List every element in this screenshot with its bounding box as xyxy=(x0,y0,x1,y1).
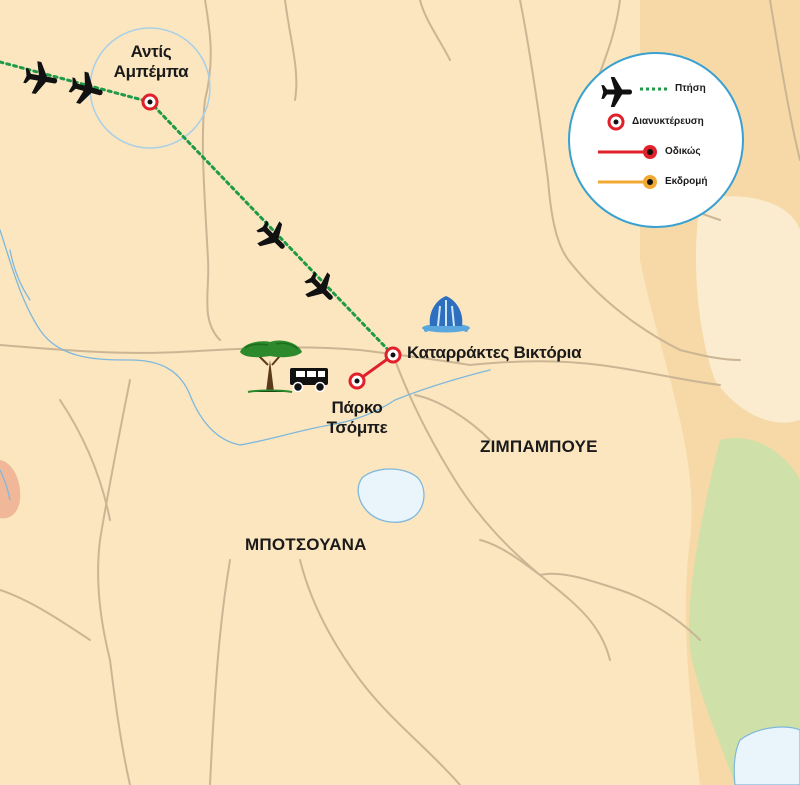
place-label-victoria-falls: Καταρράκτες Βικτόρια xyxy=(407,343,582,363)
terrain-west-patch xyxy=(0,460,21,519)
flight-route xyxy=(0,60,395,357)
green-area xyxy=(689,438,800,785)
place-label-chobe-park: Πάρκο Τσόμπε xyxy=(312,398,402,438)
legend-airplane-icon xyxy=(601,77,632,107)
waterfall-icon xyxy=(422,296,470,333)
legend-excursion-label: Εκδρομή xyxy=(665,176,708,187)
botswana-label: ΜΠΟΤΣΟΥΑΝΑ xyxy=(245,535,367,554)
legend-excursion-marker xyxy=(643,175,657,189)
legend-road-marker xyxy=(643,145,657,159)
legend-flight-label: Πτήση xyxy=(675,83,706,94)
overnight-marker-addis xyxy=(141,93,159,111)
legend-overnight-marker xyxy=(607,113,625,131)
zimbabwe-label: ΖΙΜΠΑΜΠΟΥΕ xyxy=(480,437,598,456)
country-label-botswana: ΜΠΟΤΣΟΥΑΝΑ xyxy=(245,535,367,555)
addis-ababa-label: Αντίς Αμπέμπα xyxy=(113,42,189,81)
victoria-falls-label: Καταρράκτες Βικτόρια xyxy=(407,343,582,362)
legend-road-label: Οδικώς xyxy=(665,146,701,157)
terrain-highlight xyxy=(695,196,800,423)
airplane-icon xyxy=(298,265,343,311)
lake xyxy=(357,468,425,523)
overnight-marker-chobe xyxy=(348,372,366,390)
country-label-zimbabwe: ΖΙΜΠΑΜΠΟΥΕ xyxy=(480,437,598,457)
safari-jeep-icon xyxy=(290,368,328,393)
airplane-icon xyxy=(21,59,60,98)
rivers xyxy=(0,229,491,501)
airplane-icon xyxy=(250,214,295,260)
lake-southeast xyxy=(733,726,800,785)
chobe-park-label: Πάρκο Τσόμπε xyxy=(326,398,388,437)
place-label-addis-ababa: Αντίς Αμπέμπα xyxy=(106,42,196,82)
legend-overnight-label: Διανυκτέρευση xyxy=(632,116,704,127)
acacia-tree-icon xyxy=(240,340,302,393)
legend-symbols xyxy=(598,77,668,189)
overnight-marker-victoria-falls xyxy=(384,346,402,364)
map-legend: Πτήση Διανυκτέρευση Οδικώς Εκδρομή xyxy=(568,52,744,228)
